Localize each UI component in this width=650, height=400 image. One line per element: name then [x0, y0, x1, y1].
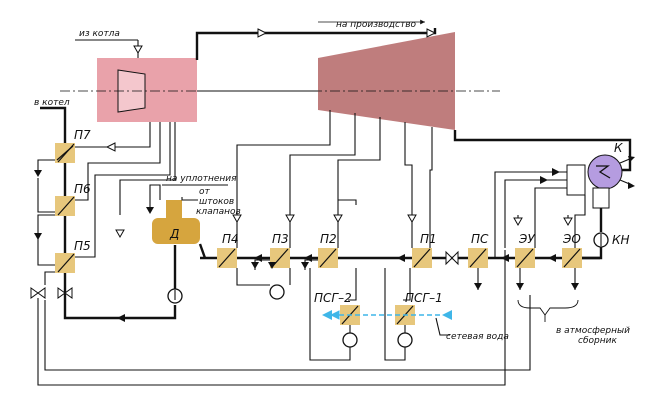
condenser — [587, 154, 623, 190]
hp-cylinder — [97, 58, 197, 122]
feed-line-bottom — [63, 305, 177, 320]
label-ps: ПС — [471, 232, 489, 246]
lp-drain-lines — [236, 259, 318, 300]
psg-drains — [309, 268, 411, 361]
exhaust-pipe — [453, 130, 632, 172]
label-eo: ЭО — [562, 232, 581, 246]
label-from-boiler: из котла — [79, 29, 120, 39]
label-atm-collector-1: в атмосферный — [556, 326, 630, 336]
network-water-in-arrow — [442, 310, 452, 320]
crossover-pipe — [195, 28, 437, 60]
label-network-water: сетевая вода — [446, 332, 509, 342]
hp-extraction-lines — [75, 122, 176, 258]
label-psg1: ПСГ–1 — [405, 291, 443, 305]
valve-main-line — [445, 250, 459, 266]
label-from-stems-2: штоков — [199, 197, 234, 207]
heater-p1 — [412, 248, 432, 268]
bypass-line — [37, 250, 506, 386]
label-to-production: на производство — [336, 20, 417, 30]
label-to-seals: на уплотнения — [166, 174, 237, 184]
label-condensate-pump: КН — [612, 233, 630, 247]
heater-p2 — [318, 248, 338, 268]
label-p5: П5 — [74, 239, 91, 253]
valve-left-2 — [57, 287, 73, 299]
stems-line — [181, 197, 198, 201]
feed-flow-arrow — [117, 314, 125, 322]
label-p4: П4 — [222, 232, 239, 246]
network-water-leader — [435, 317, 450, 336]
label-from-stems-3: клапанов — [196, 207, 241, 217]
deaerator — [152, 200, 200, 244]
heater-p4 — [217, 248, 237, 268]
heater-ps — [468, 248, 488, 268]
label-eu: ЭУ — [518, 232, 535, 246]
label-p3: П3 — [272, 232, 289, 246]
heater-p7 — [55, 143, 75, 163]
label-p1: П1 — [420, 232, 437, 246]
label-p7: П7 — [74, 128, 91, 142]
label-from-stems-1: от — [199, 187, 211, 197]
lp-cylinder — [318, 32, 455, 130]
label-condenser: К — [614, 141, 623, 155]
heater-p6 — [55, 196, 75, 216]
label-psg2: ПСГ–2 — [314, 291, 352, 305]
atm-collector-drains — [474, 268, 579, 322]
hp-drain-lines — [34, 159, 55, 285]
heater-p5 — [55, 253, 75, 273]
to-boiler-line — [40, 106, 67, 120]
ejector-eo — [562, 248, 582, 268]
network-water-out-arrow — [322, 310, 332, 320]
ejector-steam-lines — [494, 168, 586, 258]
drain-pump-psg2 — [342, 332, 358, 348]
lp-extraction-lines — [232, 110, 433, 248]
label-atm-collector-2: сборник — [578, 336, 617, 346]
live-steam-line — [75, 39, 143, 58]
main-line-flow-arrows — [254, 254, 556, 262]
ejector-eu — [515, 248, 535, 268]
label-p2: П2 — [320, 232, 337, 246]
valve-left-1 — [30, 287, 46, 299]
label-to-boiler: в котел — [34, 98, 70, 108]
deaerator-steam-inlet — [146, 184, 161, 214]
label-p6: П6 — [74, 182, 91, 196]
label-deaerator: Д — [169, 227, 179, 241]
drain-pump-psg1 — [397, 332, 413, 348]
bypass-line-2 — [44, 295, 531, 371]
